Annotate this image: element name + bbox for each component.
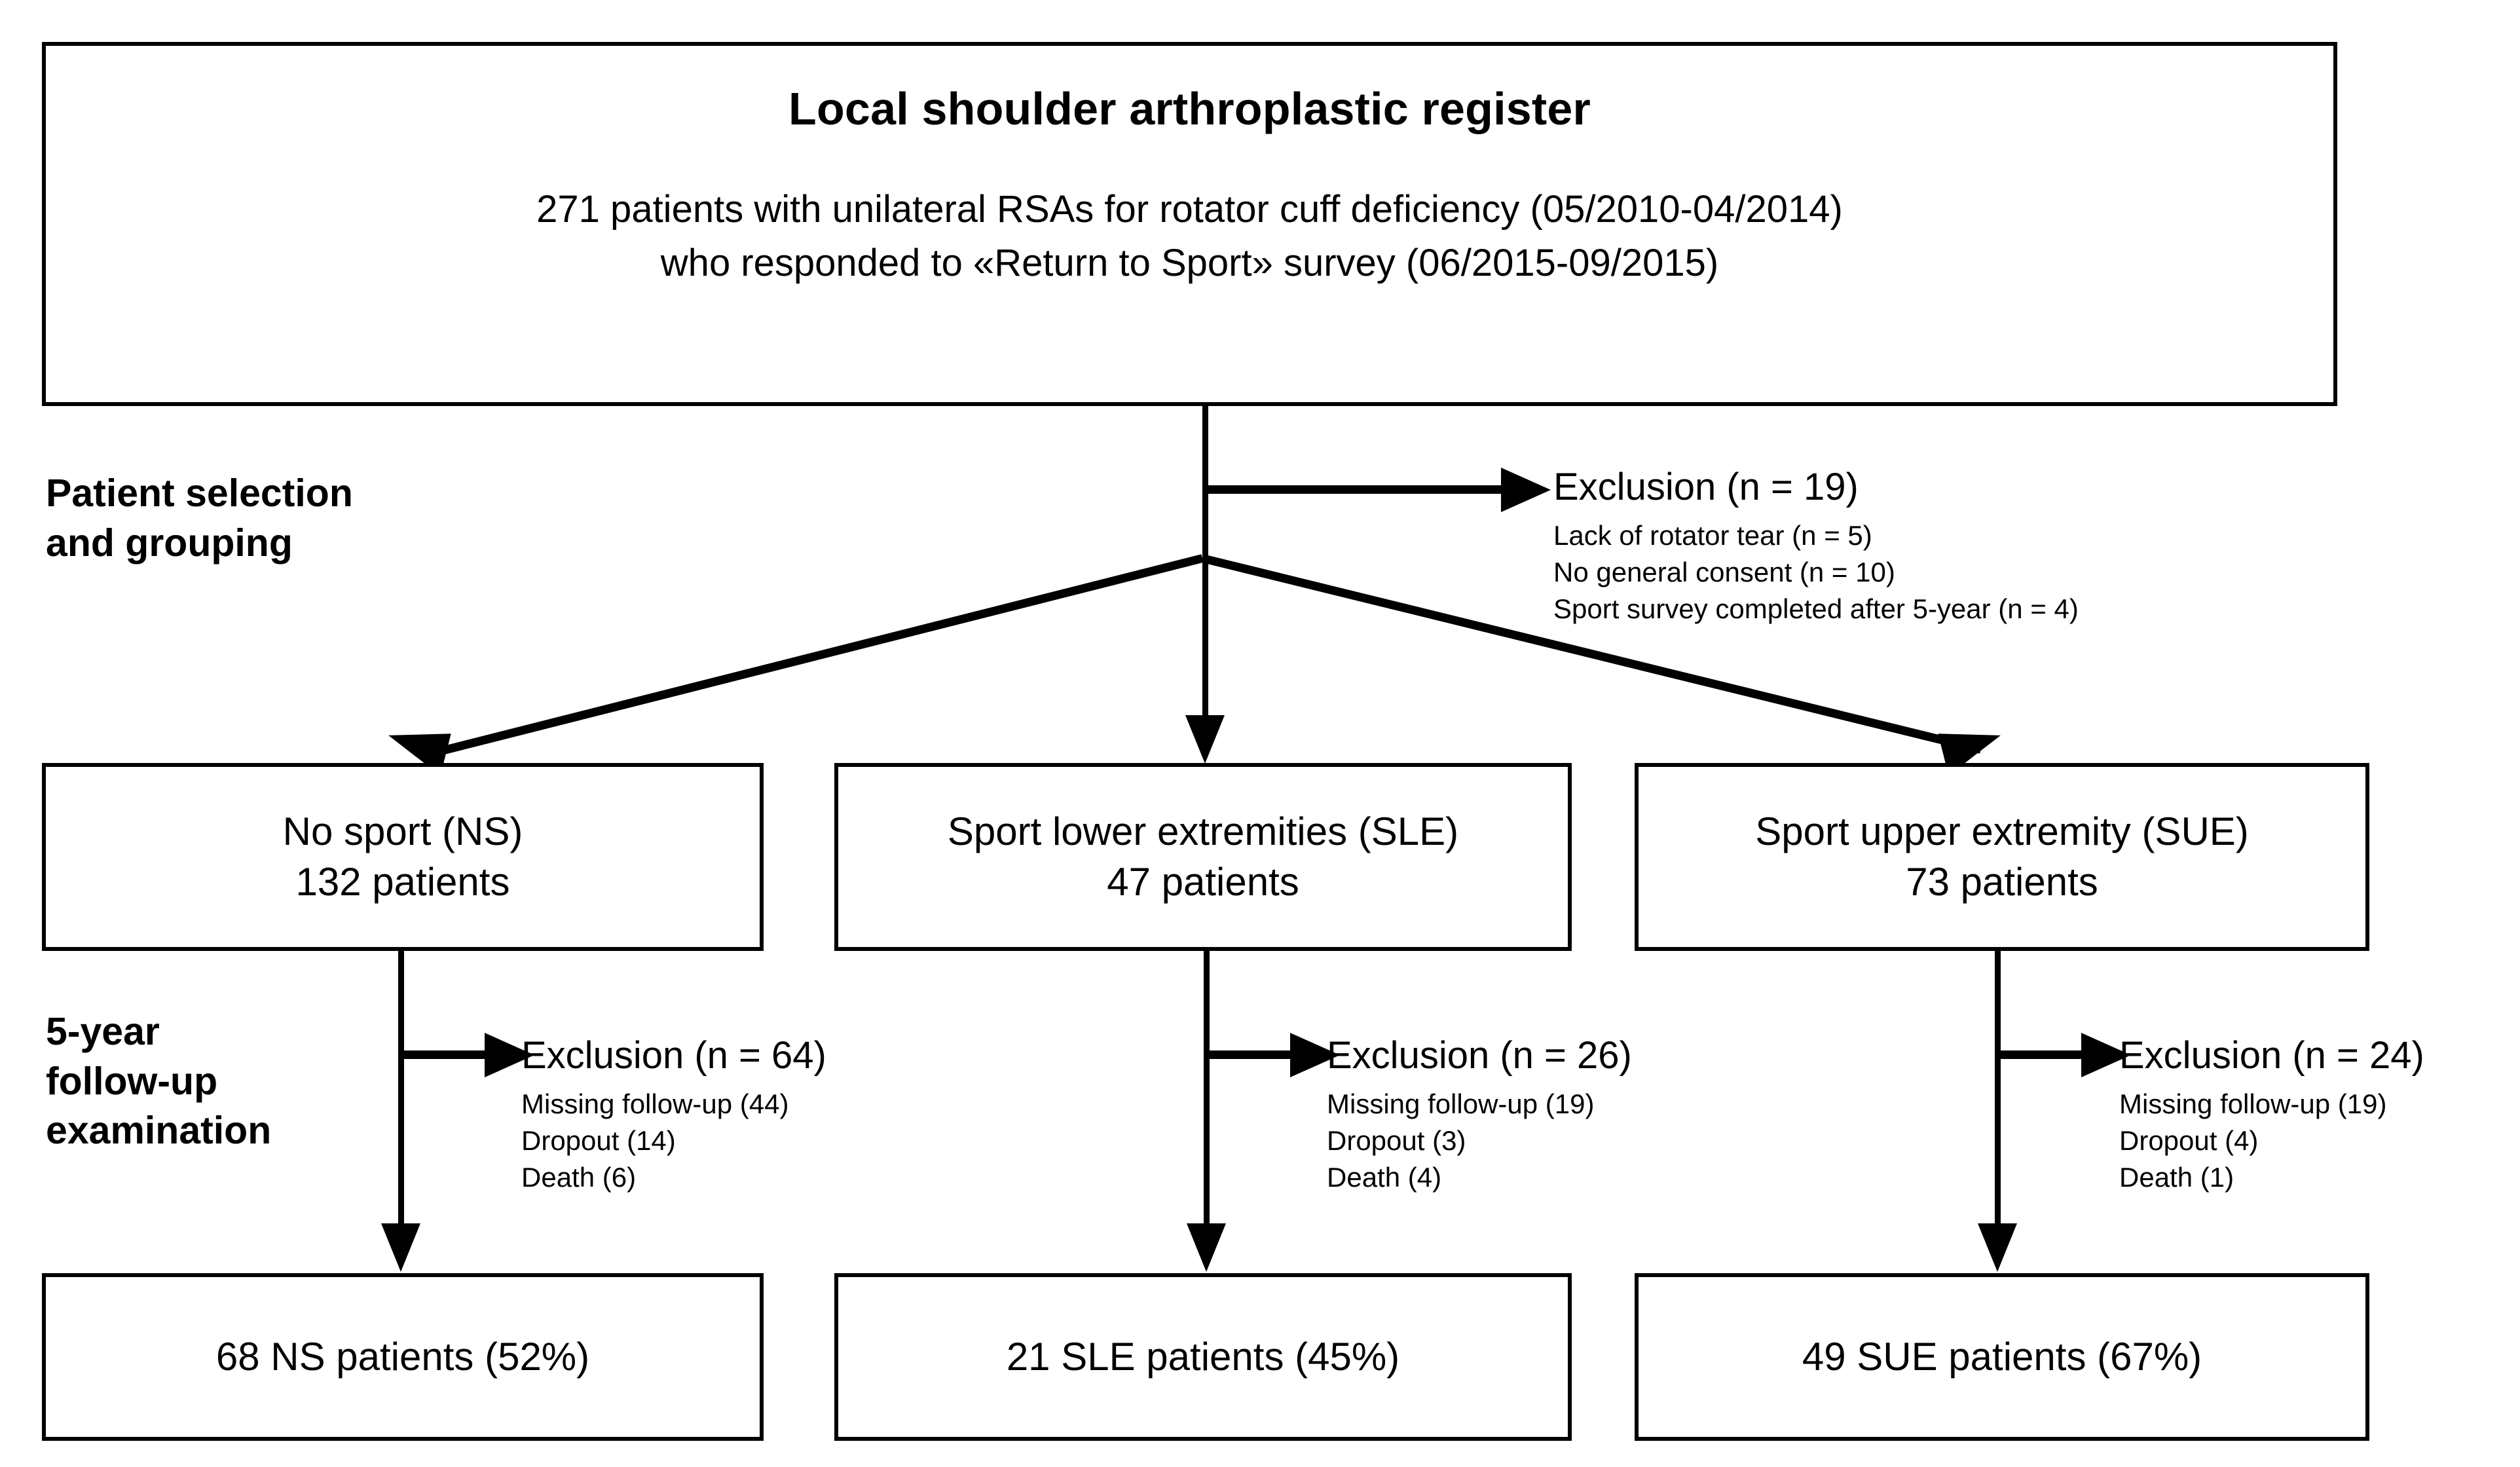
exclusion-sle-heading: Exclusion (n = 26) [1327,1034,1632,1077]
branch-line-center [1202,554,1208,716]
exclusion-ns-arrowhead [485,1033,534,1077]
exclusion-top-heading: Exclusion (n = 19) [1553,466,1859,508]
result-text-sle: 21 SLE patients (45%) [1006,1335,1400,1379]
exclusion-sue-item: Missing follow-up (19) [2119,1088,2387,1119]
exclusion-ns-items: Missing follow-up (44) Dropout (14) Deat… [521,1086,826,1196]
group-count-sle: 47 patients [1107,859,1299,904]
exclusion-sue-items: Missing follow-up (19) Dropout (4) Death… [2119,1086,2424,1196]
exclusion-sue-arrowhead [2081,1033,2131,1077]
register-subtitle-line-1: 271 patients with unilateral RSAs for ro… [536,188,1843,231]
exclusion-sle-items: Missing follow-up (19) Dropout (3) Death… [1327,1086,1632,1196]
exclusion-top-connector-line [1202,485,1504,494]
exclusion-ns-item: Death (6) [521,1161,637,1193]
section-label-followup-examination: 5-year follow-up examination [46,1010,272,1153]
exclusion-sue-item: Death (1) [2119,1161,2234,1193]
exclusion-sle-item: Dropout (3) [1327,1124,1466,1156]
exclusion-top-item: Lack of rotator tear (n = 5) [1553,519,1872,551]
column-arrowhead-sle [1187,1223,1226,1272]
exclusion-sle-arrowhead [1290,1033,1340,1077]
group-box-no-sport: No sport (NS) 132 patients [42,763,764,951]
exclusion-top-item: No general consent (n = 10) [1553,556,1895,587]
branch-arrowhead-center [1185,715,1225,764]
group-count-ns: 132 patients [295,859,510,904]
exclusion-top-arrowhead [1501,468,1551,512]
exclusion-sle-item: Death (4) [1327,1161,1442,1193]
exclusion-ns-item: Dropout (14) [521,1124,676,1156]
column-line-sle [1204,951,1210,1225]
branch-line-left [428,554,1204,758]
exclusion-sue-block: Exclusion (n = 24) Missing follow-up (19… [2119,1035,2424,1195]
exclusion-sle-connector-line [1204,1050,1293,1059]
result-box-ns: 68 NS patients (52%) [42,1273,764,1441]
register-subtitle: 271 patients with unilateral RSAs for ro… [536,183,1843,291]
column-line-sue [1995,951,2001,1225]
exclusion-ns-item: Missing follow-up (44) [521,1088,789,1119]
group-name-ns: No sport (NS) [282,809,523,853]
exclusion-sle-item: Missing follow-up (19) [1327,1088,1595,1119]
result-box-sle: 21 SLE patients (45%) [834,1273,1572,1441]
group-name-sle: Sport lower extremities (SLE) [947,809,1459,853]
group-name-sue: Sport upper extremity (SUE) [1755,809,2249,853]
result-text-ns: 68 NS patients (52%) [215,1335,590,1379]
exclusion-ns-block: Exclusion (n = 64) Missing follow-up (44… [521,1035,826,1195]
exclusion-ns-connector-line [398,1050,487,1059]
exclusion-sle-block: Exclusion (n = 26) Missing follow-up (19… [1327,1035,1632,1195]
column-arrowhead-sue [1978,1223,2017,1272]
group-box-sport-upper-extremity: Sport upper extremity (SUE) 73 patients [1635,763,2369,951]
register-box: Local shoulder arthroplastic register 27… [42,42,2337,406]
register-subtitle-line-2: who responded to «Return to Sport» surve… [660,242,1719,285]
result-box-sue: 49 SUE patients (67%) [1635,1273,2369,1441]
register-title: Local shoulder arthroplastic register [788,83,1591,134]
exclusion-ns-heading: Exclusion (n = 64) [521,1034,826,1077]
exclusion-sue-item: Dropout (4) [2119,1124,2259,1156]
exclusion-sue-connector-line [1995,1050,2084,1059]
exclusion-sue-heading: Exclusion (n = 24) [2119,1034,2424,1077]
exclusion-top-block: Exclusion (n = 19) Lack of rotator tear … [1553,466,2079,627]
column-arrowhead-ns [381,1223,420,1272]
group-count-sue: 73 patients [1906,859,2098,904]
exclusion-top-item: Sport survey completed after 5-year (n =… [1553,593,2079,624]
exclusion-top-items: Lack of rotator tear (n = 5) No general … [1553,517,2079,627]
group-box-sport-lower-extremities: Sport lower extremities (SLE) 47 patient… [834,763,1572,951]
column-line-ns [398,951,404,1225]
section-label-patient-selection: Patient selection and grouping [46,472,353,565]
trunk-line-main [1202,406,1208,558]
result-text-sue: 49 SUE patients (67%) [1802,1335,2202,1379]
